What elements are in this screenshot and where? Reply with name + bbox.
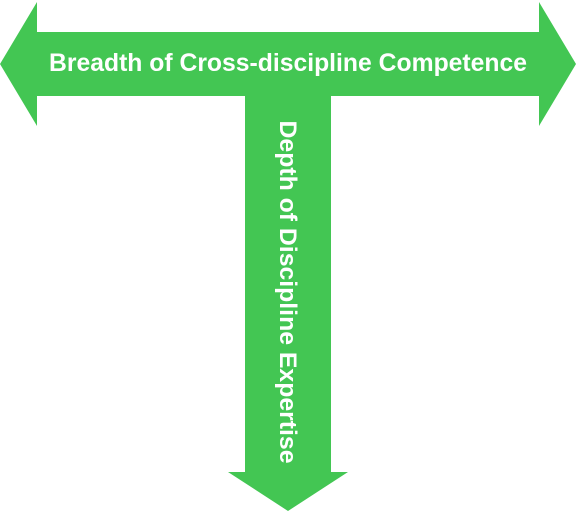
breadth-label: Breadth of Cross-discipline Competence <box>49 49 527 77</box>
breadth-double-arrow <box>0 2 576 126</box>
depth-label: Depth of Discipline Expertise <box>274 121 301 464</box>
depth-down-arrow <box>228 95 348 511</box>
